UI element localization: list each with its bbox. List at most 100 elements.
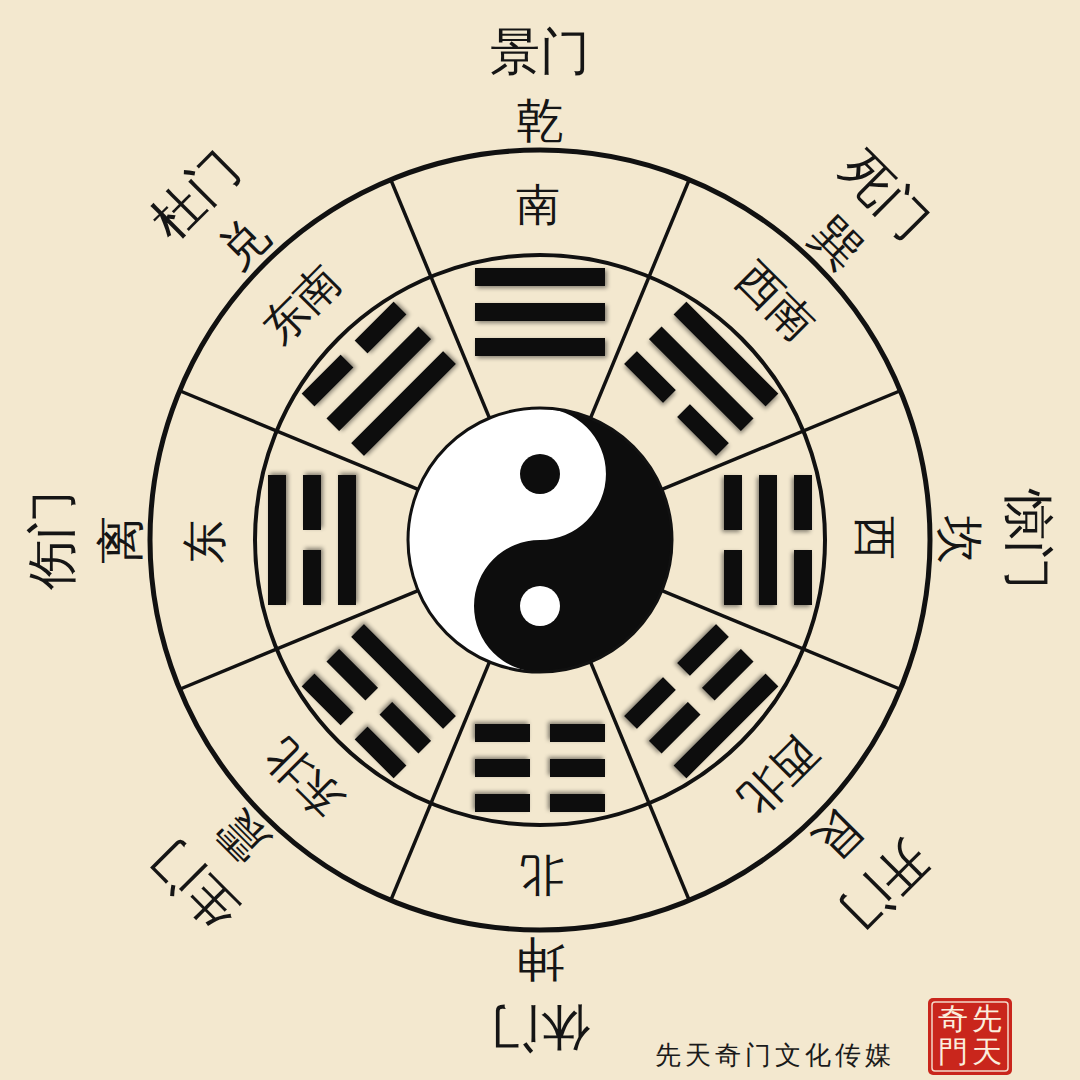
trigram-symbol [624,624,778,778]
trigram-name-box: 艮 [800,800,874,874]
direction-sector: 北 [514,849,566,901]
direction-label: 西 [851,516,899,564]
broken-line [794,475,812,530]
seal-text: 先天奇門 [938,1002,1002,1070]
direction-label: 北 [516,851,564,899]
solid-line [475,338,605,356]
gate-name-box: 景门 [490,23,590,81]
broken-line [475,759,530,777]
broken-line [355,727,407,779]
broken-line [302,674,354,726]
broken-line [624,677,676,729]
broken-line [550,759,605,777]
yang-dot [520,586,560,626]
direction-sector: 东北 [251,724,356,829]
trigram-name: 坎 [932,516,988,564]
trigram-symbol [475,268,605,356]
gate-name-box: 休门 [490,999,590,1057]
trigram-name-box: 坎 [932,516,988,564]
broken-line [649,702,701,754]
sector-divider [180,391,418,490]
seal-stamp [928,998,1012,1075]
broken-line [677,624,729,676]
trigram-name: 兑 [206,206,280,280]
trigram-symbol [302,302,456,456]
inner-ring [255,255,825,825]
direction-label: 东 [181,516,229,564]
direction-sector: 西北 [724,724,829,829]
solid-line [475,268,605,286]
solid-line [759,475,777,605]
solid-line [338,475,356,605]
broken-line [326,649,378,701]
yin-yang-border [408,408,672,672]
broken-line [550,794,605,812]
trigram-name-box: 巽 [800,206,874,280]
solid-line [268,475,286,605]
yang-half [408,408,606,672]
solid-line [326,326,431,431]
gate-name-box: 惊门 [999,490,1057,590]
trigram-name: 乾 [516,92,564,148]
solid-line [351,351,456,456]
broken-line [475,794,530,812]
gate-name: 休门 [490,999,590,1057]
trigram-name: 震 [206,800,280,874]
direction-label: 东北 [253,727,352,826]
trigram-name-box: 兑 [206,206,280,280]
direction-sector: 南 [514,179,566,231]
direction-label: 西南 [727,253,826,352]
broken-line [475,724,530,742]
trigram-name-box: 震 [206,800,280,874]
direction-sector: 西南 [724,251,829,356]
broken-line [379,702,431,754]
trigram-symbol [475,724,605,812]
sector-divider [591,180,690,418]
trigram-name: 巽 [800,206,874,280]
broken-line [303,475,321,530]
trigram-name-box: 乾 [516,92,564,148]
direction-sector: 东 [179,514,231,566]
direction-sector: 东南 [251,251,356,356]
trigram-name: 艮 [800,800,874,874]
direction-sector: 西 [849,514,901,566]
watermark: 先天奇门文化传媒 [655,1040,895,1070]
broken-line [550,724,605,742]
trigram-name: 离 [92,516,148,564]
sector-divider [391,662,490,900]
trigram-name-box: 坤 [516,932,564,988]
broken-line [302,355,354,407]
solid-line [351,624,456,729]
broken-line [724,475,742,530]
trigram-name-box: 离 [92,516,148,564]
trigram-symbol [302,624,456,778]
broken-line [355,302,407,354]
direction-label: 东南 [253,253,352,352]
seal-text-box: 先天奇門 [938,1002,1002,1070]
outer-ring [150,150,930,930]
sector-divider [391,180,490,418]
sector-divider [662,391,900,490]
yin-yang [408,408,672,672]
broken-line [624,351,676,403]
seal-border [932,1002,1008,1071]
gate-name: 景门 [490,23,590,81]
sector-divider [662,591,900,690]
direction-label: 西北 [727,727,826,826]
broken-line [677,404,729,456]
yin-dot [520,454,560,494]
gate-name: 惊门 [999,490,1057,590]
broken-line [724,550,742,605]
sector-divider [180,591,418,690]
broken-line [794,550,812,605]
trigram-symbol [624,302,778,456]
trigram-symbol [268,475,356,605]
trigram-symbol [724,475,812,605]
solid-line [649,326,754,431]
direction-label: 南 [516,181,564,229]
sector-divider [591,662,690,900]
watermark-box: 先天奇门文化传媒 [655,1040,895,1070]
solid-line [475,303,605,321]
